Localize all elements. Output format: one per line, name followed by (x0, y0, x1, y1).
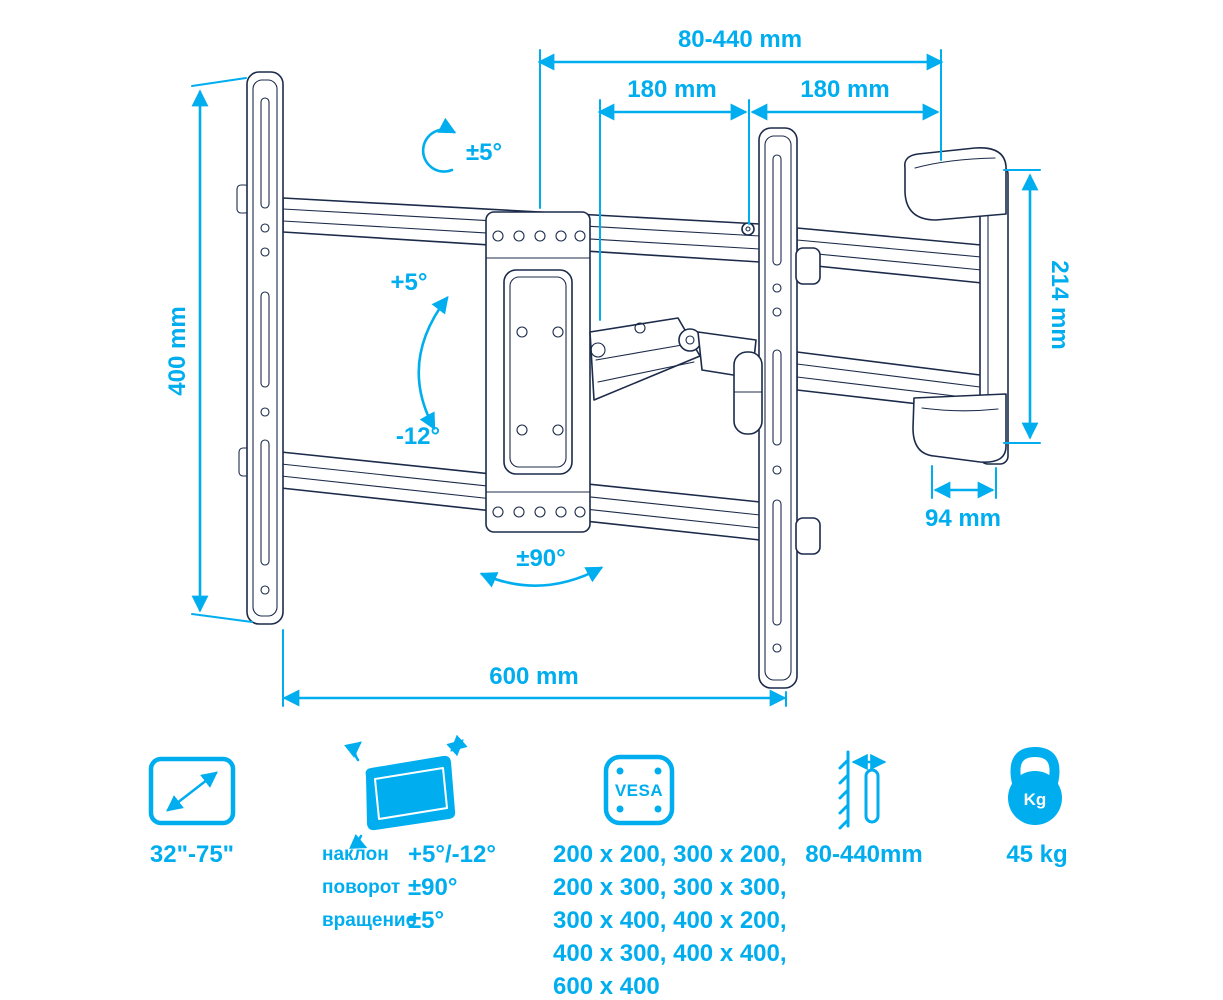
dim-tilt-up: +5° (391, 269, 428, 296)
articulating-arm (589, 317, 763, 435)
weight-badge: Kg (1024, 790, 1047, 809)
spec-screen-size: 32"-75" (148, 756, 236, 868)
dim-tilt-down: -12° (396, 423, 440, 450)
dim-wall-plate-depth: 94 mm (925, 505, 1001, 532)
vesa-badge: VESA (615, 781, 663, 800)
dim-bracket-height: 400 mm (164, 306, 191, 395)
spec-vesa: VESA 200 x 200, 300 x 200, 200 x 300, 30… (553, 754, 787, 1000)
diagonal-arrow-icon (166, 771, 218, 812)
vesa-line: 400 x 300, 400 x 400, (553, 940, 787, 967)
mount-drawing (236, 71, 1009, 689)
weight-value: 45 kg (1006, 841, 1067, 868)
spec-icons: 32"-75" наклон +5°/-12° поворот ±90° вра… (148, 734, 1068, 1000)
wall-plate (903, 147, 1009, 465)
screen-size-icon (148, 756, 236, 826)
dimensions: 80-440 mm 180 mm 180 mm ±5° +5° -12° 400… (164, 26, 1073, 707)
dim-bracket-width: 600 mm (489, 663, 578, 690)
wall-arm-channels (796, 227, 993, 413)
spec-wall-distance: 80-440mm (805, 750, 923, 868)
screen-size-value: 32"-75" (150, 841, 234, 868)
wall-distance-value: 80-440mm (805, 841, 922, 868)
movement-row-value: ±90° (408, 874, 457, 901)
weight-kettlebell-icon: Kg (1008, 746, 1062, 825)
vesa-rail-left (236, 71, 284, 625)
center-plate (485, 211, 591, 533)
vesa-line: 300 x 400, 400 x 200, (553, 907, 787, 934)
spec-weight: Kg 45 kg (1006, 746, 1068, 868)
tilt-screen-icon (344, 734, 468, 849)
vesa-rail-right (758, 127, 821, 689)
dim-arm-segment-right: 180 mm (800, 76, 889, 103)
movement-row-label: наклон (322, 844, 389, 865)
dim-arm-segment-left: 180 mm (627, 76, 716, 103)
vesa-line: 200 x 300, 300 x 300, (553, 874, 787, 901)
dim-extension-range: 80-440 mm (678, 26, 802, 53)
movement-row-label: вращение (322, 910, 416, 931)
movement-row-value: +5°/-12° (408, 841, 496, 868)
movement-row-value: ±5° (408, 907, 444, 934)
dim-rotation: ±5° (466, 139, 502, 166)
dim-wall-plate-height: 214 mm (1046, 260, 1073, 349)
dim-swivel: ±90° (516, 545, 565, 572)
spec-movement: наклон +5°/-12° поворот ±90° вращение ±5… (322, 734, 496, 934)
vesa-icon: VESA (603, 754, 675, 826)
vesa-line: 600 x 400 (553, 973, 660, 1000)
wall-distance-icon (838, 750, 887, 830)
movement-row-label: поворот (322, 877, 400, 898)
vesa-line: 200 x 200, 300 x 200, (553, 841, 787, 868)
